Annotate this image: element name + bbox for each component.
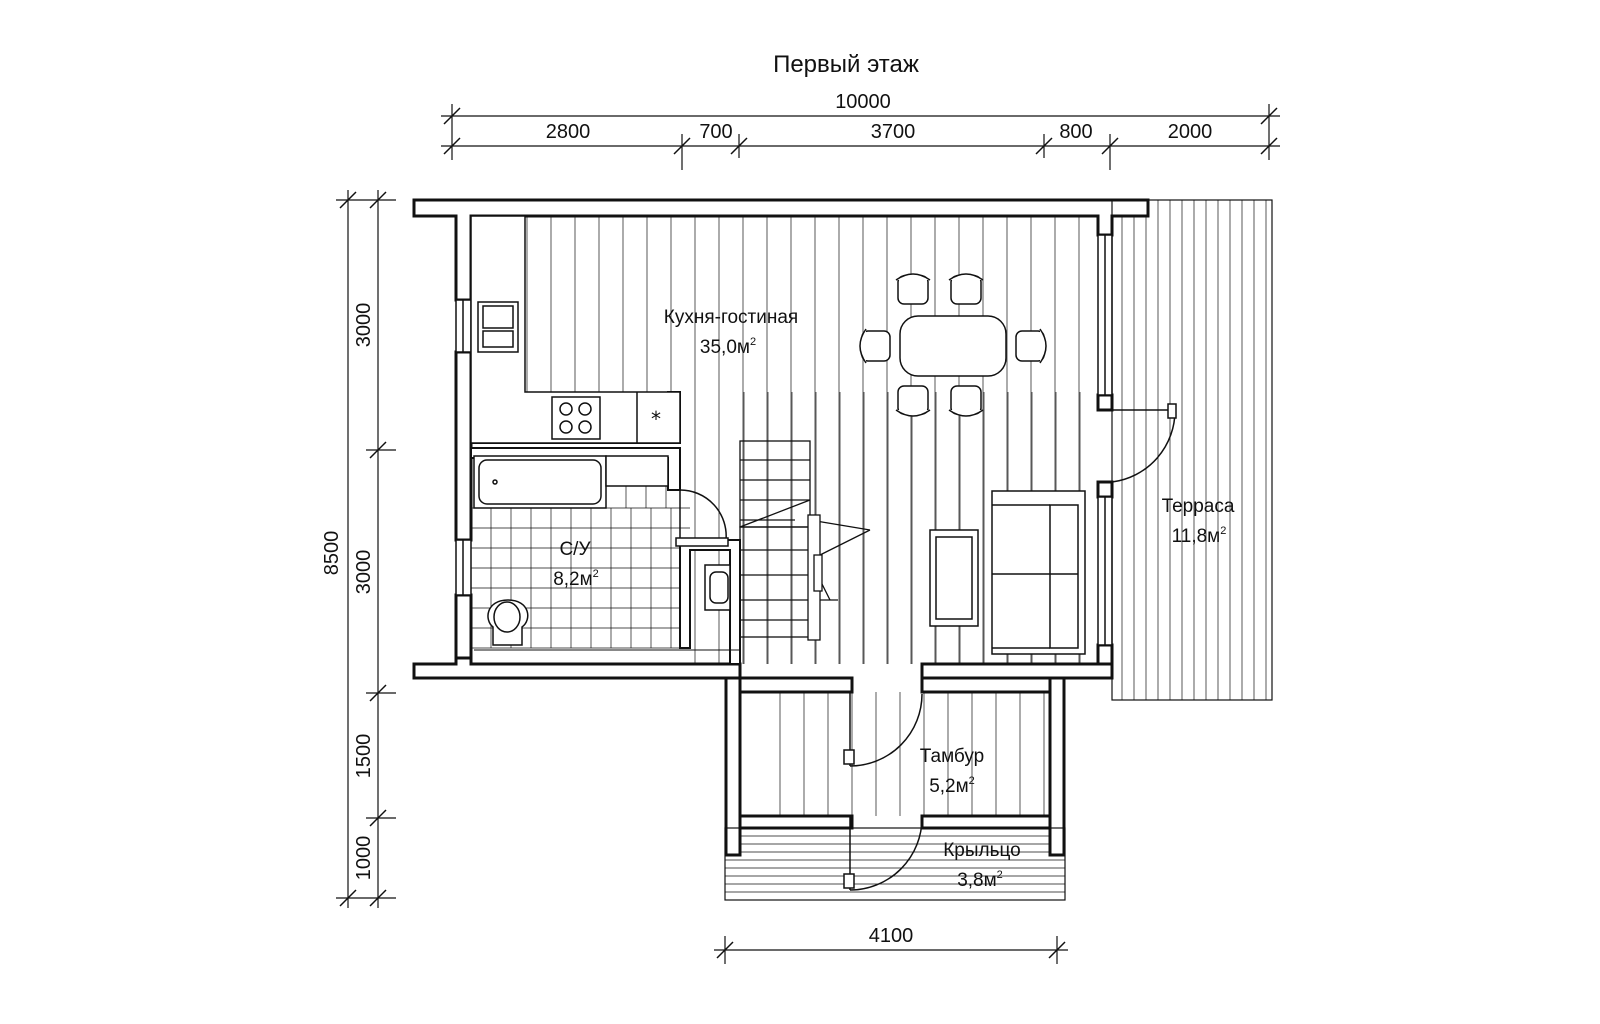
room-labels: Кухня-гостиная 35,0м2 С/У 8,2м2 Терраса … xyxy=(553,307,1235,891)
left-wall-lower xyxy=(454,593,473,666)
top-wall xyxy=(412,198,1150,302)
dining-set xyxy=(859,273,1047,417)
kitchen-area: 35,0м2 xyxy=(700,336,756,358)
dim-top-1: 2800 xyxy=(546,121,591,143)
entry-doors xyxy=(843,692,923,891)
bathroom-name: С/У xyxy=(559,539,591,560)
kitchen-name: Кухня-гостиная xyxy=(664,307,798,328)
dining-chair xyxy=(895,385,931,417)
dimension-lines xyxy=(336,104,1280,964)
stairs xyxy=(739,440,871,641)
dim-total-height: 8500 xyxy=(321,531,343,576)
porch-area: 3,8м2 xyxy=(957,869,1003,891)
bathroom-door xyxy=(675,489,729,547)
dim-top-3: 3700 xyxy=(871,121,916,143)
dim-left-1: 3000 xyxy=(353,303,375,348)
dining-chair xyxy=(1015,328,1047,364)
stove xyxy=(551,396,601,440)
right-wall-mid xyxy=(1096,480,1114,499)
terrace-name: Терраса xyxy=(1162,496,1235,517)
terrace-area: 11,8м2 xyxy=(1172,525,1227,547)
vestibule-area: 5,2м2 xyxy=(929,775,975,797)
dim-total-width: 10000 xyxy=(835,91,891,113)
bottom-wall-right xyxy=(920,662,1114,680)
bathroom-fixtures xyxy=(473,455,740,651)
dimension-labels: 10000 2800 700 3700 800 2000 8500 3000 3… xyxy=(321,91,1212,947)
dim-top-4: 800 xyxy=(1059,121,1092,143)
dining-chair xyxy=(948,273,984,305)
dim-top-5: 2000 xyxy=(1168,121,1213,143)
vestibule-bottom-left xyxy=(738,814,854,830)
terrace-door xyxy=(1111,403,1177,483)
dim-top-2: 700 xyxy=(699,121,732,143)
bottom-wall-left xyxy=(412,656,742,680)
vestibule-bottom-right xyxy=(920,814,1052,830)
porch-name: Крыльцо xyxy=(943,840,1021,861)
dim-left-3: 1500 xyxy=(353,734,375,779)
floor-boards xyxy=(526,200,1267,893)
kitchen-counter: * xyxy=(470,215,681,444)
vestibule-right-wall xyxy=(1048,676,1066,857)
dining-chair xyxy=(895,273,931,305)
vestibule-name: Тамбур xyxy=(920,746,985,767)
dining-chair xyxy=(859,328,891,364)
vestibule-right-top xyxy=(920,676,1052,694)
dining-table xyxy=(899,315,1007,377)
living-furniture xyxy=(929,490,1086,655)
svg-text:*: * xyxy=(651,407,661,431)
walls xyxy=(412,198,1150,857)
dim-left-4: 1000 xyxy=(353,836,375,881)
right-wall-top xyxy=(1096,393,1114,412)
dim-bottom: 4100 xyxy=(869,925,914,947)
bottom-wall-corner xyxy=(1096,643,1114,666)
vestibule-left-wall xyxy=(724,676,742,857)
dim-left-2: 3000 xyxy=(353,550,375,595)
vestibule-left-top xyxy=(738,676,854,694)
dining-chair xyxy=(948,385,984,417)
terrace-outline xyxy=(724,199,1273,901)
plan-title: Первый этаж xyxy=(773,51,919,78)
bathroom-area: 8,2м2 xyxy=(553,568,599,590)
left-wall xyxy=(454,350,473,542)
